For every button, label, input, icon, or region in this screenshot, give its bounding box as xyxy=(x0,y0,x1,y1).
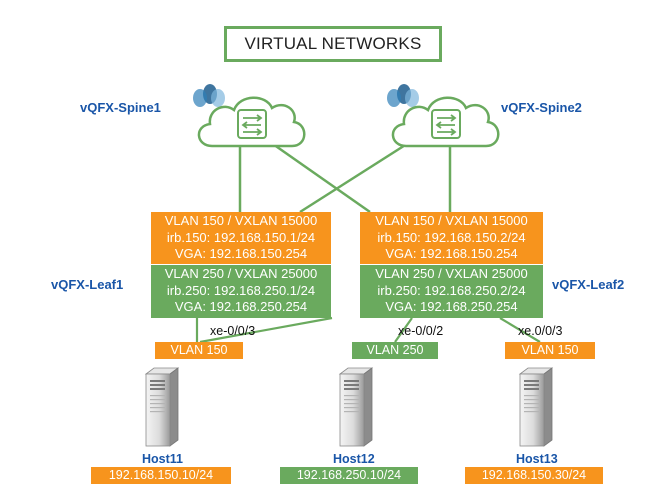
leaf2-vlan150-line: VLAN 150 / VXLAN 15000 xyxy=(375,213,528,228)
access-vlan-tag-1: VLAN 150 xyxy=(155,342,243,359)
spine1-label: vQFX-Spine1 xyxy=(80,100,161,115)
leaf1-irb150-line: irb.150: 192.168.150.1/24 xyxy=(166,229,316,245)
leaf2-vga150-line: VGA: 192.168.150.254 xyxy=(385,246,518,261)
host11-ip: 192.168.150.10/24 xyxy=(91,467,231,484)
spine2-icon xyxy=(387,84,500,148)
leaf1-vga150-line: VGA: 192.168.150.254 xyxy=(174,246,308,261)
host13-label: Host13 xyxy=(516,452,558,466)
leaf2-vlan150-block: VLAN 150 / VXLAN 15000 irb.150: 192.168.… xyxy=(360,212,543,264)
spine1-icon xyxy=(193,84,306,148)
spine2-label: vQFX-Spine2 xyxy=(501,100,582,115)
leaf1-vlan150-line: VLAN 150 / VXLAN 15000 xyxy=(164,213,318,228)
port-label-2: xe-0/0/2 xyxy=(398,324,444,338)
diagram-title: VIRTUAL NETWORKS xyxy=(224,26,442,62)
host11-label: Host11 xyxy=(142,452,183,466)
leaf1-irb250-line: irb.250: 192.168.250.1/24 xyxy=(166,282,316,298)
access-vlan-tag-3: VLAN 150 xyxy=(505,342,595,359)
leaf2-vlan250-line: VLAN 250 / VXLAN 25000 xyxy=(375,266,528,281)
host13-ip: 192.168.150.30/24 xyxy=(465,467,603,484)
leaf1-vlan250-block: VLAN 250 / VXLAN 25000 irb.250: 192.168.… xyxy=(151,265,331,318)
leaf1-vga250-line: VGA: 192.168.250.254 xyxy=(174,299,308,314)
leaf1-label: vQFX-Leaf1 xyxy=(51,277,124,292)
leaf2-label: vQFX-Leaf2 xyxy=(552,277,625,292)
leaf1-vlan150-block: VLAN 150 / VXLAN 15000 irb.150: 192.168.… xyxy=(151,212,331,264)
host12-label: Host12 xyxy=(333,452,375,466)
access-vlan-tag-2: VLAN 250 xyxy=(352,342,438,359)
port-label-3: xe.0/0/3 xyxy=(518,324,563,338)
access-lines xyxy=(195,316,541,344)
port-label-1: xe-0/0/3 xyxy=(210,324,256,338)
host12-ip: 192.168.250.10/24 xyxy=(280,467,418,484)
leaf2-vlan250-block: VLAN 250 / VXLAN 25000 irb.250: 192.168.… xyxy=(360,265,543,318)
uplink-lines xyxy=(238,140,452,214)
leaf1-vlan250-line: VLAN 250 / VXLAN 25000 xyxy=(164,266,318,281)
host11-server-icon xyxy=(145,367,179,447)
leaf2-irb150-line: irb.150: 192.168.150.2/24 xyxy=(377,229,526,245)
leaf2-vga250-line: VGA: 192.168.250.254 xyxy=(385,299,518,314)
host13-server-icon xyxy=(519,367,553,447)
host12-server-icon xyxy=(339,367,373,447)
leaf2-irb250-line: irb.250: 192.168.250.2/24 xyxy=(377,282,526,298)
